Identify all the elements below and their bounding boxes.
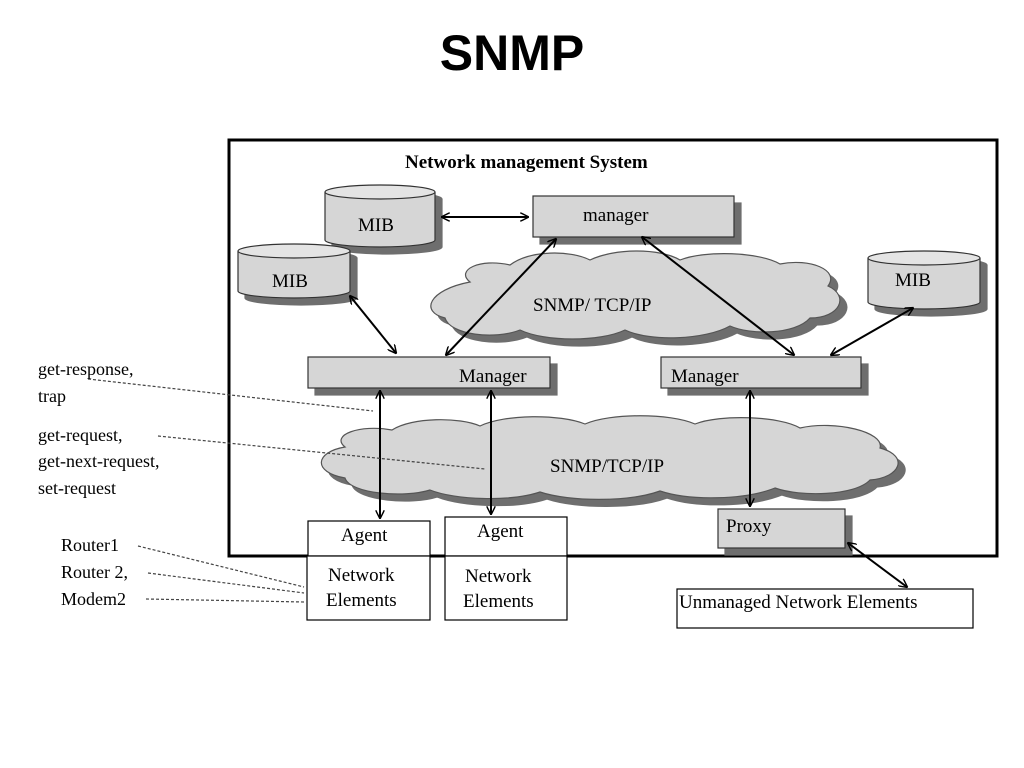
callout-router2 <box>147 572 305 594</box>
callout-router1 <box>137 545 305 588</box>
note-get-response: get-response, <box>38 359 133 379</box>
mib-label-left: MIB <box>272 271 308 292</box>
network-elements-2-line1: Network <box>465 566 532 587</box>
mib-label-top: MIB <box>358 215 394 236</box>
note-modem2: Modem2 <box>61 589 126 609</box>
right-manager-label: Manager <box>671 366 739 387</box>
note-get-next-request: get-next-request, <box>38 451 159 471</box>
arrow-top-manager-left-manager <box>446 239 556 355</box>
arrow-top-manager-right-manager <box>642 237 794 355</box>
unmanaged-label: Unmanaged Network Elements <box>679 592 917 613</box>
agent-box-2 <box>444 516 568 557</box>
mib-cylinder-top <box>324 184 436 248</box>
top-manager-box <box>532 195 735 238</box>
arrow-mib-left-manager <box>350 296 396 353</box>
arrows <box>350 217 913 587</box>
cloud-bottom-label: SNMP/TCP/IP <box>550 456 664 477</box>
callout-response <box>87 378 374 412</box>
cloud-top-label: SNMP/ TCP/IP <box>533 295 651 316</box>
callout-modem2 <box>145 598 305 603</box>
agent-box-1 <box>307 520 431 557</box>
network-elements-box-2 <box>444 555 568 621</box>
mib-cylinder-left <box>237 243 351 299</box>
left-manager-label: Manager <box>459 366 527 387</box>
slide-title: SNMP <box>439 25 585 81</box>
mib-cylinder-right <box>867 250 981 310</box>
network-elements-1-line2: Elements <box>326 590 397 611</box>
proxy-box <box>717 508 846 549</box>
mib-label-right: MIB <box>895 270 931 291</box>
note-trap: trap <box>38 386 66 406</box>
note-set-request: set-request <box>38 478 116 498</box>
system-frame <box>227 138 999 558</box>
agent-1-label: Agent <box>341 525 388 546</box>
note-router1: Router1 <box>61 535 119 555</box>
top-manager-label: manager <box>583 205 649 226</box>
note-router2: Router 2, <box>61 562 128 582</box>
proxy-label: Proxy <box>726 516 772 537</box>
unmanaged-box <box>676 588 974 629</box>
network-elements-1-line1: Network <box>328 565 395 586</box>
network-elements-box-1 <box>306 555 431 621</box>
note-get-request: get-request, <box>38 425 122 445</box>
left-manager-box <box>307 356 551 389</box>
arrow-proxy-unmanaged <box>848 543 907 587</box>
agent-2-label: Agent <box>477 521 524 542</box>
right-manager-box <box>660 356 862 389</box>
system-label: Network management System <box>405 152 648 173</box>
arrow-mib-right-manager <box>831 308 913 355</box>
network-elements-2-line2: Elements <box>463 591 534 612</box>
callout-lines <box>87 378 486 603</box>
